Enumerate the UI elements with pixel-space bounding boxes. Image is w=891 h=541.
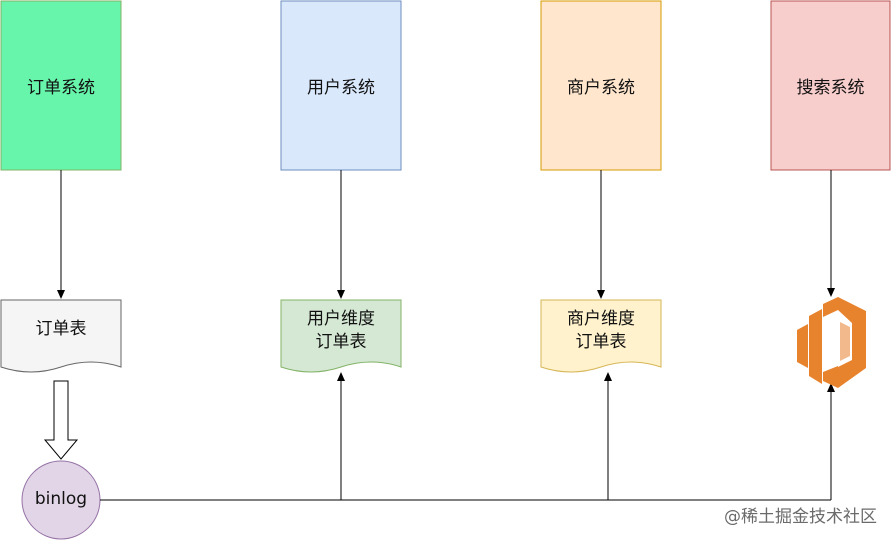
user-dim-table-label-line1: 用户维度 — [307, 309, 375, 329]
merchant-system-label: 商户系统 — [567, 78, 635, 98]
merchant-dim-table-label-line2: 订单表 — [575, 332, 627, 352]
user-dim-table-doc — [280, 299, 402, 373]
elasticsearch-icon — [797, 297, 866, 388]
order-system-box — [0, 0, 122, 171]
binlog-label: binlog — [34, 489, 88, 509]
merchant-dim-table-doc — [540, 299, 662, 373]
merchant-system-box — [540, 0, 662, 171]
merchant-dim-table-label-line1: 商户维度 — [567, 309, 635, 329]
user-system-box — [280, 0, 402, 171]
order-table-label-line1: 订单表 — [35, 319, 87, 339]
order-table-label: 订单表 — [1, 318, 121, 341]
order-table-doc — [0, 299, 122, 373]
search-system-label: 搜索系统 — [796, 78, 865, 98]
watermark: @稀土掘金技术社区 — [724, 507, 877, 527]
user-system-label: 用户系统 — [307, 78, 375, 98]
user-dim-table-label-line2: 订单表 — [315, 332, 367, 352]
hollow-arrow-to-binlog — [43, 380, 79, 460]
user-dim-table-label: 用户维度 订单表 — [281, 308, 401, 354]
order-system-label: 订单系统 — [27, 78, 95, 98]
merchant-dim-table-label: 商户维度 订单表 — [541, 308, 661, 354]
search-system-box — [770, 0, 891, 171]
